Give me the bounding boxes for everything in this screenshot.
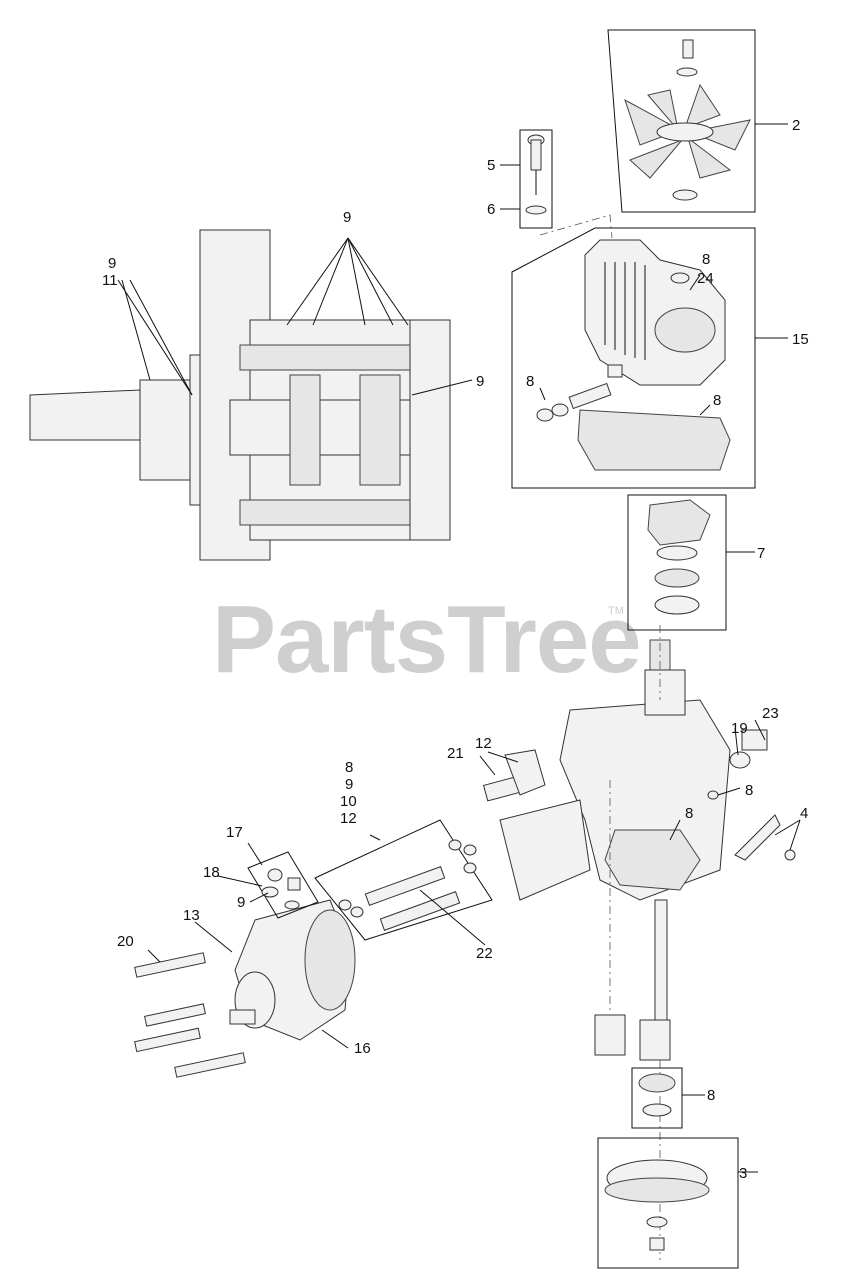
seal-kit-frame bbox=[631, 1067, 683, 1129]
bearing-frame bbox=[627, 494, 727, 631]
input-shaft bbox=[229, 1009, 256, 1025]
callout-19: 19 bbox=[731, 720, 748, 737]
dipstick-oring bbox=[525, 205, 547, 215]
callout-10: 10 bbox=[340, 793, 357, 810]
piston-kit bbox=[314, 819, 493, 946]
callout-8-seal: 8 bbox=[526, 373, 534, 390]
callout-2: 2 bbox=[792, 117, 800, 134]
bolt-20 bbox=[134, 952, 206, 978]
callout-9-left: 9 bbox=[108, 255, 116, 272]
callout-18: 18 bbox=[203, 864, 220, 881]
charge-kit-frame bbox=[247, 851, 319, 919]
pump-flange bbox=[304, 909, 356, 1011]
cylinder-block bbox=[644, 669, 686, 716]
housing-frame bbox=[511, 227, 756, 489]
fan-bolt bbox=[682, 39, 694, 59]
fan-spacer bbox=[672, 189, 698, 201]
callout-12-top: 12 bbox=[475, 735, 492, 752]
check-plate bbox=[604, 829, 701, 891]
housing-seal bbox=[670, 272, 690, 284]
watermark-text: PartsTree bbox=[212, 586, 641, 693]
dipstick-frame bbox=[519, 129, 553, 229]
callout-3: 3 bbox=[739, 1165, 747, 1182]
callout-8-kit: 8 bbox=[345, 759, 353, 776]
seal bbox=[638, 1073, 676, 1093]
callout-13: 13 bbox=[183, 907, 200, 924]
fan-washer bbox=[676, 67, 698, 77]
section-shaft bbox=[29, 389, 141, 441]
fan-hub bbox=[656, 122, 714, 142]
housing-assembly bbox=[511, 227, 788, 489]
callout-8-center: 8 bbox=[685, 805, 693, 822]
housing-dome bbox=[654, 307, 716, 353]
callout-23: 23 bbox=[762, 705, 779, 722]
callout-16: 16 bbox=[354, 1040, 371, 1057]
seal-kit bbox=[631, 1067, 705, 1129]
callout-4: 4 bbox=[800, 805, 808, 822]
callout-9-section: 9 bbox=[476, 373, 484, 390]
callout-15: 15 bbox=[792, 331, 809, 348]
piston-kit-frame bbox=[314, 819, 493, 941]
callout-12-kit: 12 bbox=[340, 810, 357, 827]
dipstick-assembly bbox=[500, 129, 613, 239]
callout-9-top: 9 bbox=[343, 209, 351, 226]
callout-7: 7 bbox=[757, 545, 765, 562]
pulley-assembly bbox=[597, 1137, 758, 1269]
callout-20: 20 bbox=[117, 933, 134, 950]
pulley-nut bbox=[649, 1237, 665, 1251]
housing-fins bbox=[604, 262, 646, 360]
callout-8-bottom: 8 bbox=[707, 1087, 715, 1104]
watermark-tm: TM bbox=[608, 605, 624, 617]
thrust-bearing bbox=[654, 568, 700, 588]
callout-9-charge: 9 bbox=[237, 894, 245, 911]
callout-8-housing: 8 bbox=[702, 251, 710, 268]
housing-gasket bbox=[577, 409, 731, 471]
charge-housing bbox=[499, 799, 591, 901]
callout-21: 21 bbox=[447, 745, 464, 762]
bearing-assembly bbox=[627, 494, 755, 631]
filter bbox=[594, 1014, 626, 1056]
watermark: PartsTree TM bbox=[212, 586, 642, 693]
fan-assembly bbox=[607, 29, 788, 213]
pump-assembly bbox=[134, 899, 356, 1078]
callout-11: 11 bbox=[102, 272, 118, 289]
swashplate bbox=[647, 499, 711, 546]
callout-9-kit: 9 bbox=[345, 776, 353, 793]
callouts: 2 5 6 9 9 11 8 24 15 9 8 8 7 12 23 19 8 … bbox=[102, 117, 809, 1182]
pulley-washer bbox=[646, 1216, 668, 1228]
callout-6: 6 bbox=[487, 201, 495, 218]
charge-kit bbox=[217, 842, 319, 919]
fan-frame bbox=[607, 29, 756, 213]
cross-section-view bbox=[29, 229, 473, 561]
callout-5: 5 bbox=[487, 157, 495, 174]
bypass-lever bbox=[734, 814, 781, 861]
callout-17: 17 bbox=[226, 824, 243, 841]
pulley-frame bbox=[597, 1137, 739, 1269]
callout-22: 22 bbox=[476, 945, 493, 962]
piston bbox=[364, 866, 446, 906]
output-shaft bbox=[654, 899, 668, 1021]
callout-8-right: 8 bbox=[745, 782, 753, 799]
callout-24: 24 bbox=[697, 270, 714, 287]
callout-8-gasket: 8 bbox=[713, 392, 721, 409]
center-block-assembly bbox=[479, 625, 801, 1260]
